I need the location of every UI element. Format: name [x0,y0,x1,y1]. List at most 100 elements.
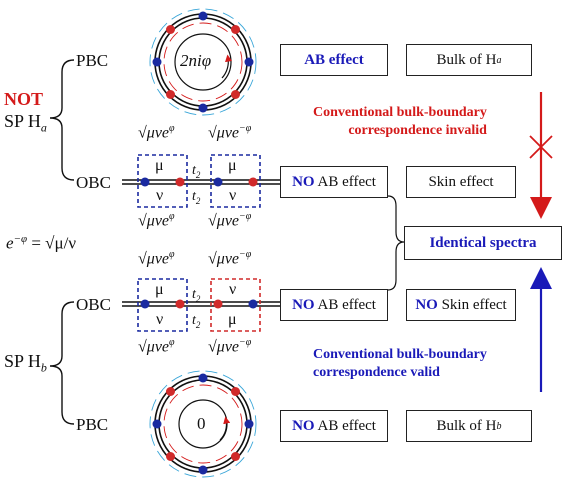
ab-effect-text: AB effect [304,51,364,68]
brace-hb [49,301,75,425]
box-no-ab-3: NO AB effect [280,410,388,442]
pbc-bottom-text: PBC [76,415,109,434]
hop-exp: −φ [239,249,252,260]
t2-b-bottom: t2 [192,314,200,330]
note-valid-line-1: Conventional bulk-boundary [313,347,487,362]
label-sp-hb: SP Hb [4,352,47,374]
hop-text: √μνe [208,124,240,142]
not-text: NOT [4,89,44,109]
skin-text: Skin effect [428,173,494,190]
t2-a-bottom: t2 [192,190,200,206]
note-invalid-line-2: correspondence invalid [348,122,487,138]
cell-a2-mu: μ [228,158,237,174]
hop-a-top-left: √μνeφ [138,124,175,141]
hop-a-bottom-right: √μνe−φ [208,212,251,229]
sp-hb-sub: b [40,360,47,375]
hop-a-top-right: √μνe−φ [208,124,251,141]
brace-ha [49,59,75,181]
hop-b-top-left: √μνeφ [138,250,175,267]
label-obc-bottom: OBC [76,296,111,313]
bulk-ha-text: Bulk of H [436,51,497,68]
t2-text: t [192,287,196,302]
ring-site [166,452,175,461]
hop-text: √μνe [138,124,170,142]
ring-site [152,419,162,429]
t2-sub: 2 [195,319,201,330]
hop-exp: φ [169,337,175,348]
no-text: NO [292,296,315,313]
ring-site [166,90,175,99]
hop-exp: φ [169,211,175,222]
note-valid: Conventional bulk-boundary correspondenc… [313,346,487,381]
hop-exp: φ [169,123,175,134]
hop-text: √μνe [208,212,240,230]
pbc-top-text: PBC [76,51,109,70]
ring-site [198,11,208,21]
obc-bottom-text: OBC [76,295,111,314]
ring-site [198,465,208,475]
hop-b-bottom-left: √μνeφ [138,338,175,355]
hop-text: √μνe [138,212,170,230]
no-ab-3-text: AB effect [314,417,376,434]
box-skin-effect: Skin effect [406,166,516,198]
mu-text: μ [155,157,164,174]
gauge-lhs: e [6,233,14,253]
label-not: NOT [4,90,43,108]
obc-top-text: OBC [76,173,111,192]
box-ab-effect: AB effect [280,44,388,76]
note-valid-line-2: correspondence valid [313,364,440,380]
hop-text: √μνe [138,338,170,356]
mu-text: μ [228,157,237,174]
hop-exp: φ [169,249,175,260]
t2-text: t [192,189,196,204]
ring-site [198,373,208,383]
bulk-hb-sub: b [496,420,502,432]
brace-right [387,195,405,291]
bottom-ring-flux: 0 [197,415,206,432]
obc-chain-b [122,278,280,332]
top-ring-flux: 2niφ [180,52,211,69]
cell-a1-mu: μ [155,158,164,174]
cell-b2-nu: ν [229,282,236,298]
t2-a-top: t2 [192,164,200,180]
hop-exp: −φ [239,211,252,222]
no-ab-1-text: AB effect [314,173,376,190]
ring-site [231,387,240,396]
no-text: NO [292,173,315,190]
box-identical-spectra: Identical spectra [404,226,562,260]
label-obc-top: OBC [76,174,111,191]
cell-b1-nu: ν [156,312,163,328]
bulk-hb-text: Bulk of H [436,417,497,434]
t2-sub: 2 [195,195,201,206]
hop-exp: −φ [239,123,252,134]
hop-text: √μνe [138,250,170,268]
gauge-equation: e−φ = √μ/ν [6,234,76,252]
top-ring [149,8,257,116]
t2-text: t [192,163,196,178]
hop-b-bottom-right: √μνe−φ [208,338,251,355]
t2-sub: 2 [195,293,201,304]
hop-text: √μνe [208,250,240,268]
no-text: NO [415,296,438,313]
box-no-skin: NO Skin effect [406,289,516,321]
ring-site [166,25,175,34]
hop-a-bottom-left: √μνeφ [138,212,175,229]
nu-text: ν [156,187,164,204]
hop-b-top-right: √μνe−φ [208,250,251,267]
note-invalid-line-1: Conventional bulk-boundary [313,105,487,120]
ring-site [198,103,208,113]
bottom-flux-text: 0 [197,414,206,433]
t2-b-top: t2 [192,288,200,304]
cell-b2-mu: μ [228,312,237,328]
ring-site [244,419,254,429]
ring-site [152,57,162,67]
label-pbc-bottom: PBC [76,416,108,433]
t2-sub: 2 [195,169,201,180]
top-flux-text: 2niφ [180,51,212,70]
box-no-ab-1: NO AB effect [280,166,388,198]
ring-site [231,90,240,99]
sp-ha-sub: a [40,120,47,135]
